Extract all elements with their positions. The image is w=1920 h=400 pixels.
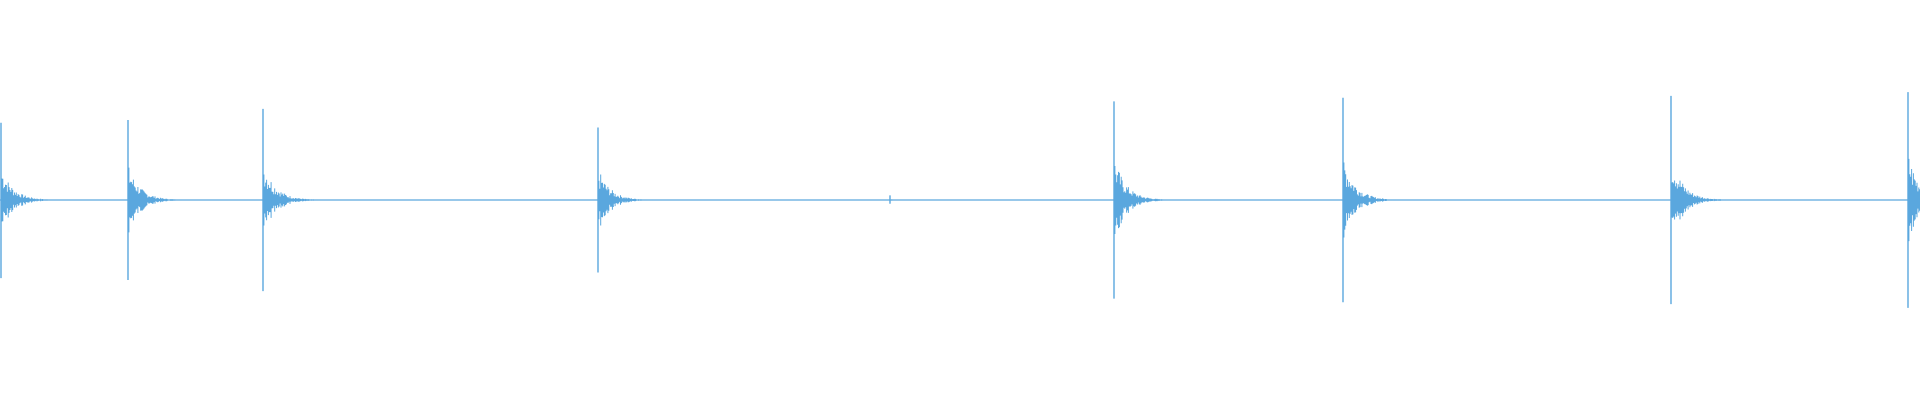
transient-6 xyxy=(1113,101,1169,299)
transient-decay xyxy=(1343,162,1398,238)
transient-7 xyxy=(1342,97,1398,303)
transient-1 xyxy=(0,122,56,279)
transient-9 xyxy=(1907,92,1920,308)
transient-decay xyxy=(890,199,895,201)
transient-decay xyxy=(1908,158,1920,242)
transient-decay xyxy=(1,178,56,222)
transient-8 xyxy=(1670,95,1726,305)
transient-decay xyxy=(1671,180,1726,220)
transient-4 xyxy=(597,127,653,273)
transient-decay xyxy=(1114,166,1169,234)
transient-decay xyxy=(598,174,653,226)
transient-decay xyxy=(263,174,318,226)
transient-5 xyxy=(889,195,895,204)
transient-2 xyxy=(127,120,183,280)
transient-3 xyxy=(262,108,318,292)
waveform-transients xyxy=(0,92,1920,308)
transient-decay xyxy=(128,167,183,233)
